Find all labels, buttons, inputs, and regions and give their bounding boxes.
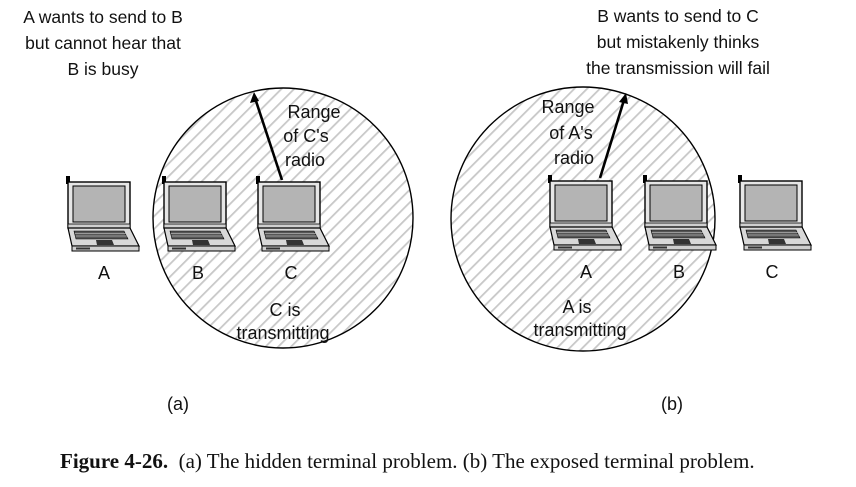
range-arrow <box>253 97 284 181</box>
station-label-c: C <box>285 263 298 283</box>
arrowhead <box>250 92 259 103</box>
note-line: the transmission will fail <box>586 58 770 78</box>
note-line: but cannot hear that <box>25 33 181 53</box>
panel-a-note: A wants to send to B but cannot hear tha… <box>8 4 198 82</box>
note-line: B wants to send to C <box>597 6 759 26</box>
caption-text: (a) The hidden terminal problem. (b) The… <box>178 449 755 473</box>
range-label-line: Range <box>287 102 340 122</box>
note-line: A wants to send to B <box>23 7 183 27</box>
station-label-a: A <box>98 263 110 283</box>
laptop-icon <box>66 176 140 252</box>
figure-caption: Figure 4-26. (a) The hidden terminal pro… <box>60 449 755 474</box>
range-label-line: of C's <box>283 126 328 146</box>
figure-number: Figure 4-26. <box>60 449 169 473</box>
transmit-label-line: transmitting <box>533 320 626 340</box>
panel-b-note: B wants to send to C but mistakenly thin… <box>558 3 798 81</box>
range-label-line: Range <box>541 97 594 117</box>
station-label-a: A <box>580 262 592 282</box>
panel-a: A B C Range of C's radio C is transmitti… <box>66 87 414 414</box>
panel-b-label: (b) <box>661 394 683 414</box>
station-label-b: B <box>192 263 204 283</box>
station-label-b: B <box>673 262 685 282</box>
laptop-icon <box>738 175 812 251</box>
note-line: but mistakenly thinks <box>596 32 760 52</box>
transmit-label-line: transmitting <box>236 323 329 343</box>
laptop-icon <box>643 175 717 251</box>
laptop-icon <box>256 176 330 252</box>
arrowhead <box>619 93 628 104</box>
range-arrow <box>598 99 626 179</box>
note-line: B is busy <box>67 59 139 79</box>
laptop-icon <box>548 175 622 251</box>
range-label-line: of A's <box>549 123 592 143</box>
transmit-label-line: A is <box>562 297 591 317</box>
panel-a-label: (a) <box>167 394 189 414</box>
range-label-line: radio <box>285 150 325 170</box>
laptop-icon <box>162 176 236 252</box>
panel-b: A B C Range of A's radio A is transmitti… <box>450 86 812 414</box>
range-label-line: radio <box>554 148 594 168</box>
transmit-label-line: C is <box>270 300 301 320</box>
station-label-c: C <box>766 262 779 282</box>
